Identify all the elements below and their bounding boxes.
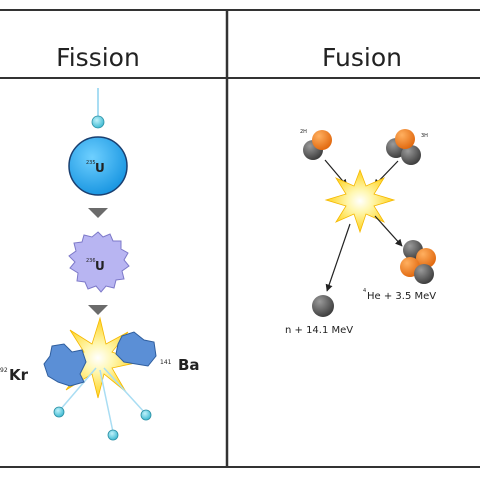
emitted-neutron-trails [59, 367, 146, 433]
krypton-fragment [43, 343, 87, 387]
down-arrow-1 [88, 208, 108, 218]
arrow-to-helium [374, 215, 403, 247]
table-grid [0, 9, 480, 468]
uranium-235-label: 235 U [86, 151, 105, 175]
deuterium-label: 2H [300, 129, 307, 135]
emitted-neutron-1 [53, 406, 65, 418]
fusion-header: Fusion [322, 43, 402, 72]
barium-label: 141 Ba [160, 351, 200, 374]
deuterium-nucleus [303, 130, 332, 160]
fission-header: Fission [56, 43, 140, 72]
uranium-236-label: 236 U [86, 249, 105, 273]
helium-4-nucleus [400, 240, 436, 284]
fission-diagram: 235 U 236 U 92 Kr [0, 88, 200, 441]
arrow-to-neutron [325, 223, 351, 292]
fusion-neutron [312, 295, 334, 317]
tritium-nucleus [386, 129, 421, 165]
down-arrow-2 [88, 305, 108, 315]
emitted-neutron-2 [107, 429, 119, 441]
fusion-flash [324, 168, 396, 234]
neutron-energy-label: n + 14.1 MeV [285, 325, 353, 336]
helium-energy-label: 4 He + 3.5 MeV [363, 279, 436, 302]
krypton-label: 92 Kr [0, 359, 29, 384]
tritium-label: 3H [421, 133, 428, 139]
barium-fragment [115, 331, 157, 367]
incoming-neutron [91, 115, 105, 129]
uranium-235-nucleus [68, 136, 128, 196]
emitted-neutron-3 [140, 409, 152, 421]
uranium-236-excited-nucleus [68, 231, 130, 293]
fusion-diagram: 2H 3H n + 14.1 MeV 4 He + 3.5 MeV [285, 129, 436, 336]
